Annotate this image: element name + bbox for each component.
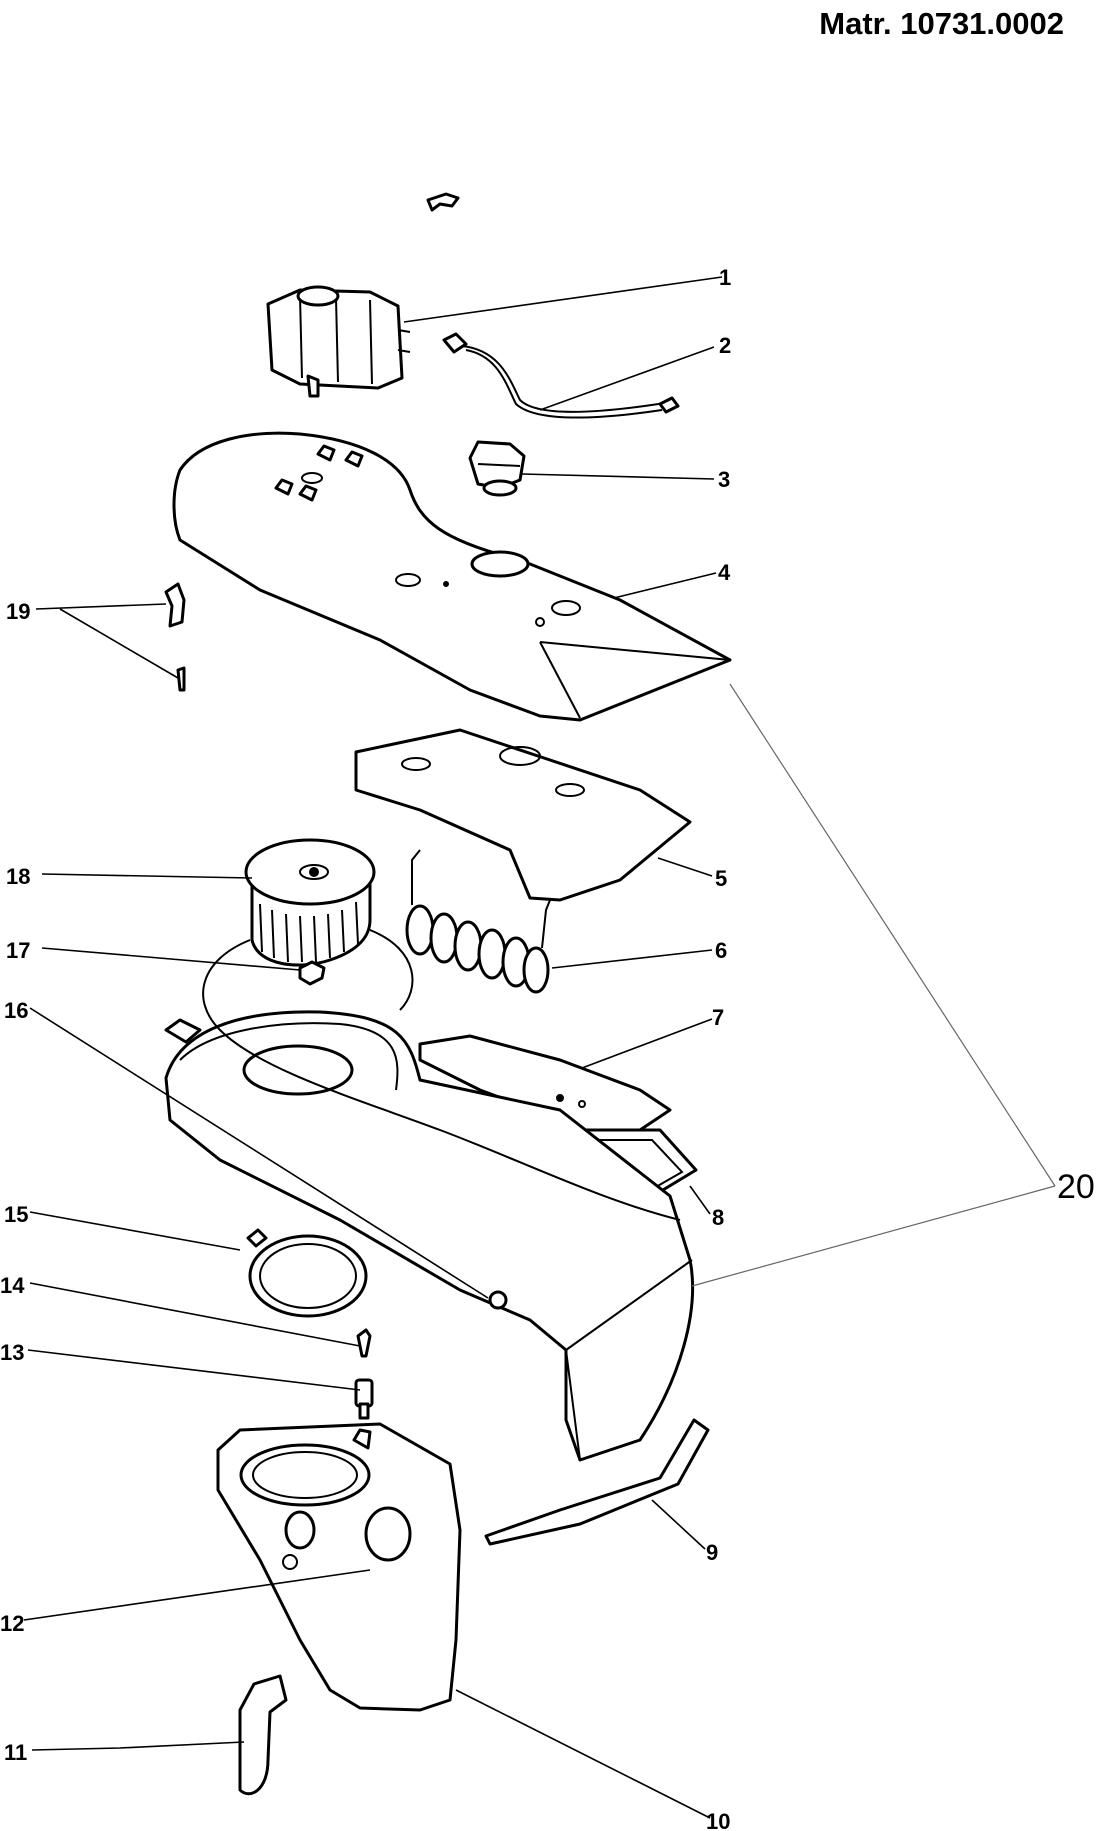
callout-1: 1 bbox=[719, 265, 731, 290]
part-4-upper-housing bbox=[172, 431, 732, 722]
material-number: Matr. 10731.0002 bbox=[819, 6, 1064, 41]
part-17-nut bbox=[298, 960, 326, 986]
callout-15: 15 bbox=[4, 1202, 28, 1227]
wire-lead bbox=[202, 939, 681, 1221]
callout-5: 5 bbox=[715, 866, 727, 891]
part-15-ring-seal bbox=[246, 1228, 368, 1318]
callout-11: 11 bbox=[4, 1740, 27, 1765]
leader-lines bbox=[23, 276, 1056, 1819]
callout-20: 20 bbox=[1057, 1168, 1095, 1206]
part-12-base-housing bbox=[216, 1422, 462, 1712]
part-16-lower-housing bbox=[164, 1010, 694, 1462]
callout-17: 17 bbox=[6, 938, 30, 963]
callout-2: 2 bbox=[719, 333, 731, 358]
part-1-motor bbox=[266, 285, 411, 398]
part-5-cover bbox=[354, 728, 692, 902]
callout-14: 14 bbox=[0, 1273, 25, 1298]
callout-8: 8 bbox=[712, 1205, 724, 1230]
part-14-screw bbox=[356, 1328, 372, 1358]
callout-7: 7 bbox=[712, 1005, 724, 1030]
part-clip-top bbox=[426, 192, 460, 212]
part-11-hose bbox=[238, 1674, 288, 1796]
callout-labels: 1 2 3 4 5 6 7 8 9 10 11 12 13 14 15 16 1… bbox=[0, 265, 1095, 1831]
callout-3: 3 bbox=[718, 467, 730, 492]
part-3-thermostat bbox=[468, 440, 526, 497]
part-18-fan-wheel bbox=[244, 838, 376, 967]
part-6-heating-coil bbox=[405, 849, 551, 994]
callout-4: 4 bbox=[718, 560, 731, 585]
callout-13: 13 bbox=[0, 1340, 24, 1365]
callout-6: 6 bbox=[715, 938, 727, 963]
callout-18: 18 bbox=[6, 864, 30, 889]
callout-10: 10 bbox=[706, 1809, 730, 1831]
part-9-cable-tie bbox=[484, 1418, 710, 1546]
callout-12: 12 bbox=[0, 1611, 24, 1636]
part-19-clip bbox=[164, 582, 186, 692]
callout-19: 19 bbox=[6, 599, 30, 624]
part-2-wire bbox=[442, 332, 680, 419]
part-13-bolt bbox=[354, 1378, 374, 1420]
callout-9: 9 bbox=[706, 1540, 718, 1565]
callout-16: 16 bbox=[4, 998, 28, 1023]
